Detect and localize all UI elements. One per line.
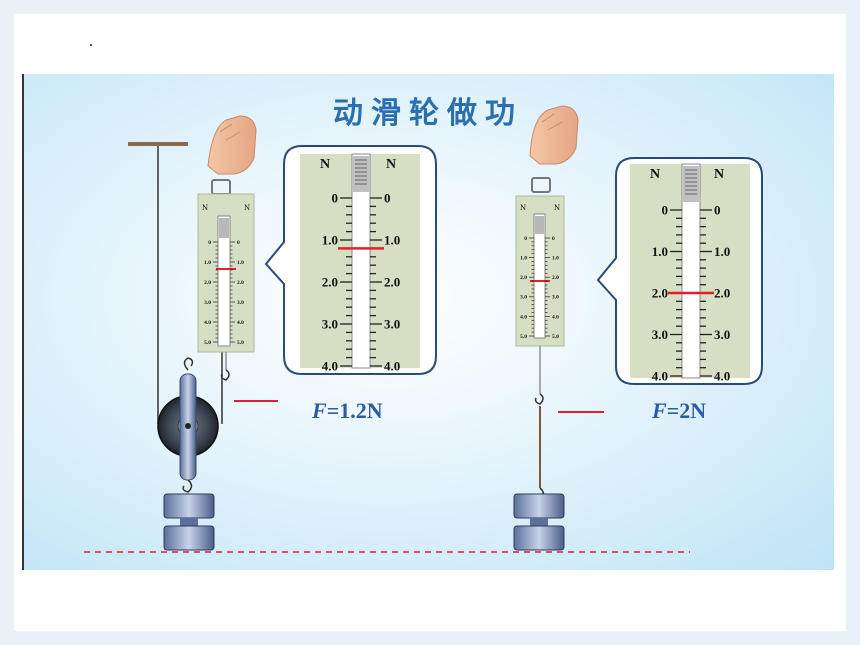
right-scale-top-ring bbox=[531, 177, 551, 193]
left-small-ticks: 0 0 1.0 1.0 2.0 2.0 3.0 3.0 4.0 4.0 5.0 5.0 bbox=[204, 240, 244, 346]
scale-label: 2.0 bbox=[520, 275, 527, 281]
scale-label: 2.0 bbox=[322, 275, 338, 290]
scale-label: 0 bbox=[332, 191, 339, 206]
scale-label: 5.0 bbox=[204, 340, 211, 346]
scale-label: 3.0 bbox=[714, 327, 730, 342]
right-small-unit-left: N bbox=[520, 204, 526, 212]
right-zoom-callout: N N 0 0 1.0 1.0 2.0 2.0 3.0 3.0 4.0 4.0 bbox=[596, 157, 763, 385]
scale-label: 5.0 bbox=[237, 340, 244, 346]
right-weights bbox=[513, 493, 565, 551]
left-setup: N N 0 0 1.0 1.0 2.0 2.0 3.0 3.0 4.0 4.0 5.0 5.0 bbox=[128, 115, 278, 551]
left-force-formula: F=1.2N bbox=[312, 398, 383, 423]
scale-label: 3.0 bbox=[552, 295, 559, 301]
left-zoom-unit-right: N bbox=[386, 157, 396, 172]
scale-label: 2.0 bbox=[552, 275, 559, 281]
left-weights bbox=[163, 493, 215, 551]
right-setup: N N 0 0 1.0 1.0 2.0 2.0 3.0 3.0 4.0 4.0 5.0 5.0 bbox=[513, 105, 604, 551]
scale-label: 1.0 bbox=[384, 233, 400, 248]
scale-label: 2.0 bbox=[204, 280, 211, 286]
scale-label: 0 bbox=[552, 236, 555, 242]
left-zoom-callout: N N 0 0 1.0 1.0 2.0 2.0 3.0 3.0 4.0 4.0 bbox=[264, 145, 437, 375]
experiment-stage: 动滑轮做功 bbox=[22, 74, 834, 570]
scale-top-ring bbox=[211, 179, 231, 195]
left-zoom-unit-left: N bbox=[320, 157, 330, 172]
scale-label: 4.0 bbox=[204, 320, 211, 326]
scale-label: 3.0 bbox=[204, 300, 211, 306]
scale-label: 0 bbox=[237, 240, 240, 246]
page-title: 动滑轮做功 bbox=[333, 96, 523, 131]
scale-label: 4.0 bbox=[237, 320, 244, 326]
pulley-hook bbox=[182, 479, 193, 493]
scale-label: 0 bbox=[714, 203, 721, 218]
scale-label: 3.0 bbox=[384, 317, 400, 332]
scale-label: 5.0 bbox=[520, 334, 527, 340]
decorative-dot bbox=[90, 44, 92, 46]
left-zoom-ticks: 0 0 1.0 1.0 2.0 2.0 3.0 3.0 4.0 4.0 bbox=[322, 191, 401, 374]
scale-label: 4.0 bbox=[520, 314, 527, 320]
scale-label: 4.0 bbox=[552, 314, 559, 320]
scale-label: 0 bbox=[524, 236, 527, 242]
right-small-ticks: 0 0 1.0 1.0 2.0 2.0 3.0 3.0 4.0 4.0 5.0 5.0 bbox=[520, 236, 559, 340]
scale-label: 1.0 bbox=[652, 244, 668, 259]
scale-label: 3.0 bbox=[237, 300, 244, 306]
right-small-unit-right: N bbox=[554, 204, 560, 212]
scale-label: 3.0 bbox=[652, 327, 668, 342]
scale-label: 3.0 bbox=[322, 317, 338, 332]
left-hand-icon bbox=[207, 115, 257, 175]
right-force-formula: F=2N bbox=[652, 398, 707, 423]
scale-label: 0 bbox=[662, 203, 669, 218]
experiment-diagram: N N 0 0 1.0 1.0 2.0 2.0 3.0 3.0 4.0 4.0 5.0 5.0 bbox=[84, 105, 763, 553]
scale-label: 2.0 bbox=[384, 275, 400, 290]
scale-label: 2.0 bbox=[237, 280, 244, 286]
scale-label: 4.0 bbox=[714, 369, 730, 384]
ceiling-support bbox=[128, 142, 188, 146]
right-scale-hook bbox=[534, 393, 544, 405]
scale-label: 3.0 bbox=[520, 295, 527, 301]
movable-pulley bbox=[157, 357, 219, 481]
scale-label: 2.0 bbox=[714, 286, 730, 301]
right-hand-icon bbox=[529, 105, 579, 165]
stage-left-border bbox=[22, 74, 24, 570]
left-scale-hook bbox=[220, 369, 230, 381]
scale-label: 1.0 bbox=[714, 244, 730, 259]
scale-label: 1.0 bbox=[204, 260, 211, 266]
scale-label: 1.0 bbox=[520, 256, 527, 262]
scale-label: 0 bbox=[208, 240, 211, 246]
right-zoom-unit-left: N bbox=[650, 167, 660, 182]
scale-label: 1.0 bbox=[237, 260, 244, 266]
right-spring-scale: N N 0 0 1.0 1.0 2.0 2.0 3.0 3.0 4.0 4.0 5.0 5.0 bbox=[515, 195, 565, 347]
scale-label: 4.0 bbox=[652, 369, 668, 384]
scale-label: 2.0 bbox=[652, 286, 668, 301]
scale-label: 1.0 bbox=[552, 256, 559, 262]
scale-label: 5.0 bbox=[552, 334, 559, 340]
small-unit-right: N bbox=[244, 204, 250, 212]
left-spring-scale: N N 0 0 1.0 1.0 2.0 2.0 3.0 3.0 4.0 4.0 5.0 5.0 bbox=[197, 193, 255, 353]
scale-label: 0 bbox=[384, 191, 391, 206]
scale-label: 1.0 bbox=[322, 233, 338, 248]
small-unit-left: N bbox=[202, 204, 208, 212]
scale-label: 4.0 bbox=[384, 359, 400, 374]
right-zoom-ticks: 0 0 1.0 1.0 2.0 2.0 3.0 3.0 4.0 4.0 bbox=[652, 203, 731, 384]
right-zoom-unit-right: N bbox=[714, 167, 724, 182]
scale-label: 4.0 bbox=[322, 359, 338, 374]
